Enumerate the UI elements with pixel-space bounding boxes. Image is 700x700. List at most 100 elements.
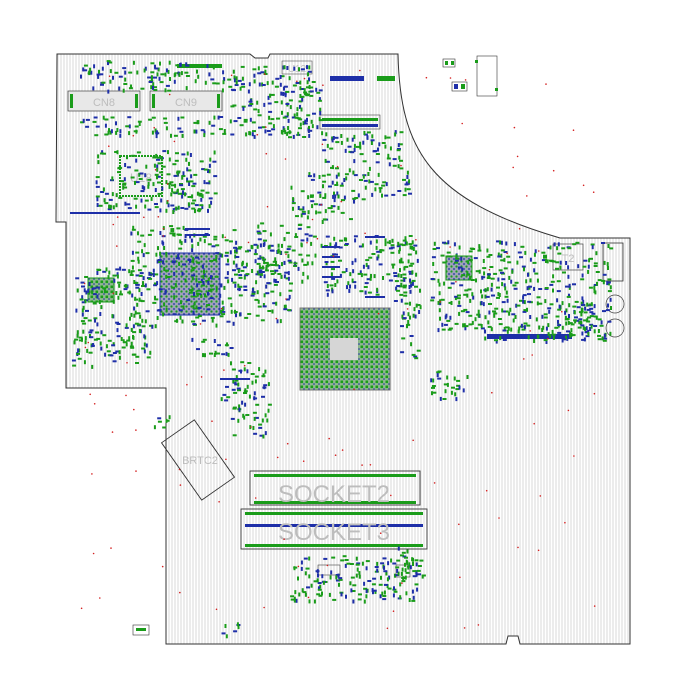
pad [308,172,311,177]
pad [484,329,486,334]
pad [337,172,340,177]
pad [267,95,270,100]
pad [143,68,146,73]
pad [301,210,306,213]
pad [226,271,229,276]
pad [390,246,395,249]
pad [593,325,598,327]
pad [206,64,209,69]
pad [99,73,104,76]
pad [327,207,332,210]
pad [421,574,426,577]
pad [537,334,540,339]
via-dot [415,239,417,241]
pad [301,97,304,102]
pad [488,254,493,256]
pad [298,100,303,103]
pad [344,243,349,245]
pad [129,316,131,321]
via-dot [461,122,464,125]
pad [169,181,174,184]
pad [181,133,184,138]
pad [96,294,99,299]
pad [410,342,413,347]
pad [152,301,157,304]
pad [316,578,319,583]
pad [134,322,139,325]
pad [283,274,286,279]
pad [135,274,140,277]
pad [333,236,336,241]
pad [436,371,441,374]
pad [260,266,265,269]
via-dot [336,165,339,168]
pad [409,245,412,250]
pad [300,190,305,193]
pad [370,273,372,278]
pad [406,560,409,565]
pad [141,285,145,287]
pad [251,132,254,137]
pad [279,319,282,324]
pad [179,130,184,133]
pad [216,352,220,355]
pad [196,191,199,196]
pad [404,562,406,567]
pad [295,82,300,84]
pad [405,571,410,574]
pad [89,329,94,332]
pad [609,331,612,336]
pad [302,136,307,138]
pad [503,257,506,262]
pad [97,160,100,165]
pad [439,316,441,321]
pad [188,161,190,166]
pad [240,361,245,364]
pad [409,289,412,294]
pad [271,309,274,314]
pad [581,303,585,306]
pad [203,130,206,135]
pad [138,122,141,126]
pad [523,300,526,305]
pad [288,261,293,264]
pad [399,261,404,264]
via-dot [263,73,266,75]
pad [119,266,122,271]
pad [194,204,199,207]
pad [124,201,127,206]
pad [108,198,113,201]
pad [597,334,601,337]
pad [156,259,159,264]
pad [374,589,377,594]
pad [138,297,141,302]
pad [307,195,310,200]
pad [235,240,238,245]
pad [262,434,265,439]
pad [200,284,205,287]
pad [142,265,147,268]
pad [197,315,202,318]
label-u12: U12 [288,64,307,75]
pad [295,215,299,218]
pad [329,242,332,247]
pad [119,133,122,138]
pad [171,188,174,193]
pad [500,259,505,262]
pad [234,383,239,386]
pad [243,289,248,291]
pad [325,289,330,292]
pad [143,349,146,354]
pad [192,257,195,262]
pad [306,237,309,242]
pad [92,293,97,296]
pad [266,282,271,285]
pad [96,197,99,202]
pad [353,143,356,148]
pad [104,133,109,136]
pad [84,336,87,341]
pad [411,599,416,602]
pad [305,567,310,570]
pad [362,160,367,163]
pad [382,598,387,601]
